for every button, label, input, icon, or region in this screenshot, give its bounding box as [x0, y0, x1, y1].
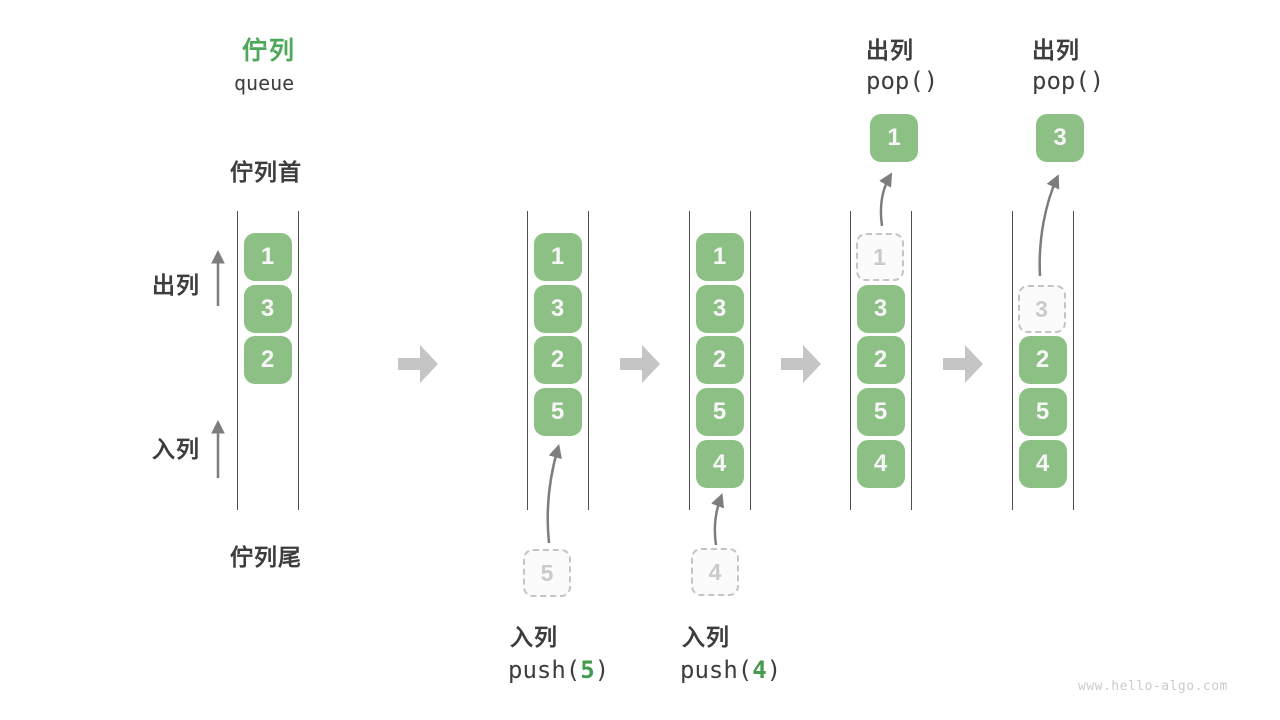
dequeue-side-label: 出列	[152, 272, 200, 298]
queue-item-removed: 1	[855, 233, 904, 281]
pop-op-code: pop()	[1032, 67, 1105, 95]
queue-item: 3	[695, 285, 744, 333]
push-close: )	[766, 656, 782, 684]
step-arrow-icon	[398, 345, 438, 383]
step-arrow-icon	[781, 345, 821, 383]
queue-column-4: 1 3 2 5 4	[850, 211, 912, 510]
queue-item: 5	[1018, 388, 1067, 436]
queue-item: 4	[856, 440, 905, 488]
queue-item: 5	[695, 388, 744, 436]
queue-item: 2	[533, 336, 582, 384]
step-arrow-icon	[620, 345, 660, 383]
pop-op-code: pop()	[866, 67, 939, 95]
push-op-label: 入列	[510, 624, 558, 650]
queue-item: 5	[533, 388, 582, 436]
queue-item: 4	[695, 440, 744, 488]
queue-item: 2	[243, 336, 292, 384]
watermark: www.hello-algo.com	[1078, 679, 1228, 694]
step-arrow-icon	[943, 345, 983, 383]
popped-value-box: 3	[1036, 114, 1084, 162]
queue-column-5: 3 2 5 4	[1012, 211, 1074, 510]
push-arg: 5	[580, 656, 595, 684]
queue-item: 2	[695, 336, 744, 384]
staging-value-box: 5	[523, 549, 571, 597]
push-fn: push(	[508, 656, 581, 684]
queue-item: 2	[856, 336, 905, 384]
diagram-title-en: queue	[234, 71, 295, 95]
queue-item: 1	[695, 233, 744, 281]
queue-tail-label: 佇列尾	[230, 544, 302, 570]
queue-item: 1	[533, 233, 582, 281]
diagram-title-zh: 佇列	[242, 37, 297, 65]
queue-item: 3	[856, 285, 905, 333]
queue-front-label: 佇列首	[230, 159, 302, 185]
queue-column-2: 1 3 2 5	[527, 211, 589, 510]
queue-column-3: 1 3 2 5 4	[689, 211, 751, 510]
staging-value-box: 4	[691, 548, 739, 596]
pop-op-label: 出列	[866, 37, 914, 63]
queue-item: 3	[243, 285, 292, 333]
pop-op-label: 出列	[1032, 37, 1080, 63]
push-close: )	[594, 656, 610, 684]
enqueue-side-label: 入列	[152, 436, 200, 462]
queue-item: 4	[1018, 440, 1067, 488]
queue-item: 1	[243, 233, 292, 281]
push-arg: 4	[752, 656, 767, 684]
push-op-label: 入列	[682, 624, 730, 650]
queue-item: 5	[856, 388, 905, 436]
push-op-code: push(4)	[680, 656, 781, 684]
queue-item: 2	[1018, 336, 1067, 384]
push-fn: push(	[680, 656, 753, 684]
queue-column-1: 1 3 2	[237, 211, 299, 510]
push-op-code: push(5)	[508, 656, 609, 684]
queue-item: 3	[533, 285, 582, 333]
queue-item-removed: 3	[1017, 285, 1066, 333]
popped-value-box: 1	[870, 114, 918, 162]
